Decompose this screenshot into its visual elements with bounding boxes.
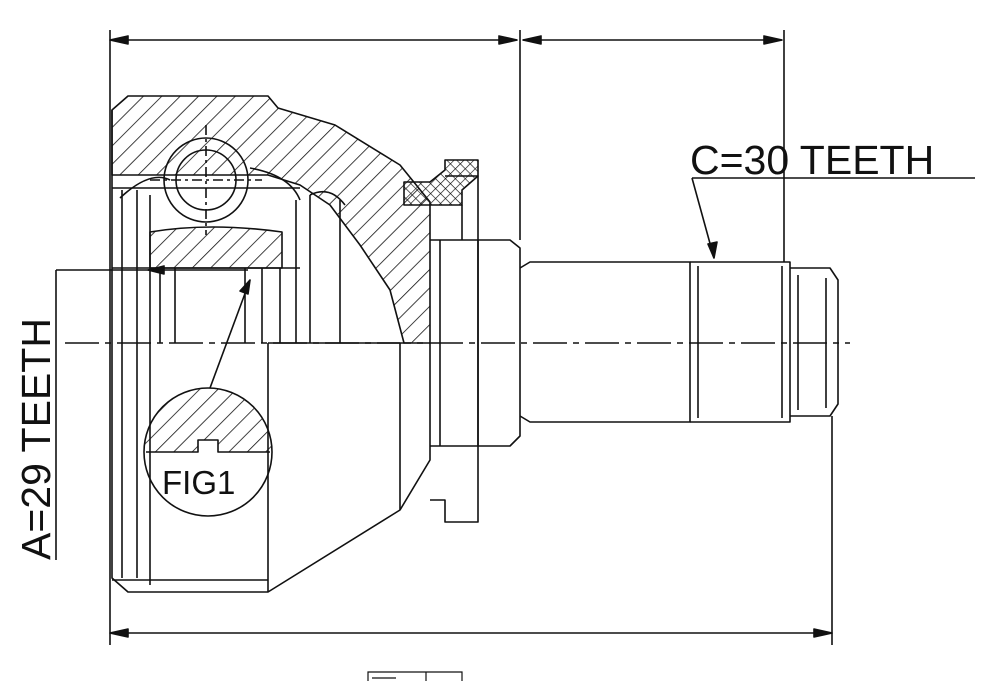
spline-c-label: C=30 TEETH [690, 137, 934, 183]
leader-lines [55, 177, 975, 560]
stub-shaft [430, 239, 839, 447]
inner-race-and-cage [112, 125, 346, 343]
spline-a-label: A=29 TEETH [13, 318, 59, 560]
fig1-detail [143, 387, 273, 517]
abs-ring [403, 159, 479, 523]
dimension-lines [109, 30, 833, 645]
outer-bell-housing [111, 95, 431, 593]
fig1-label: FIG1 [162, 464, 235, 501]
title-block-fragment [367, 671, 463, 681]
